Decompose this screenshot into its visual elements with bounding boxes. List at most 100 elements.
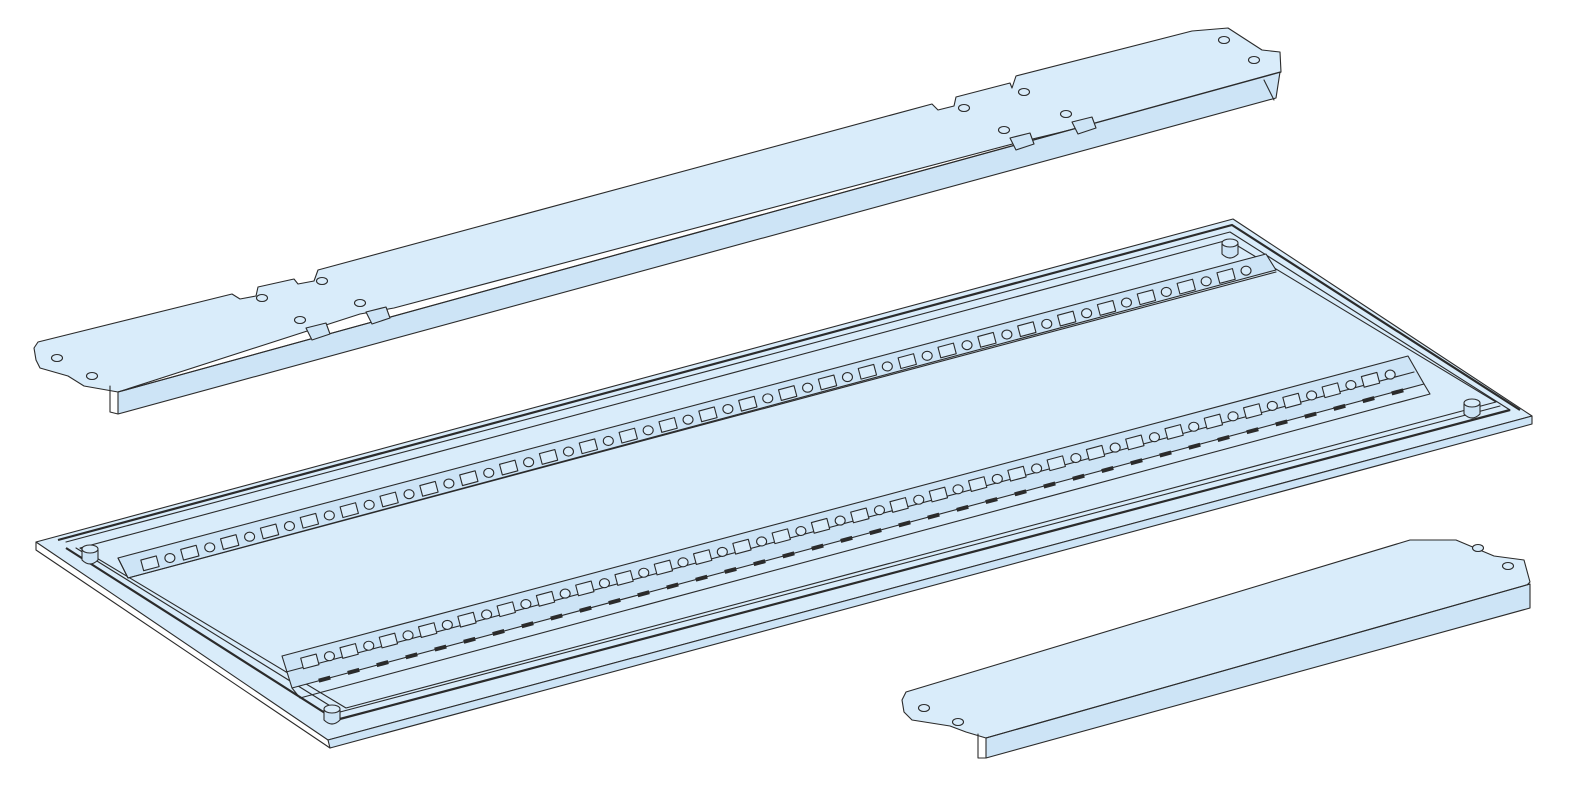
rail-round-hole — [716, 546, 728, 557]
rail-square-hole — [259, 523, 280, 540]
back-rail-holes — [140, 265, 1252, 572]
rail-square-hole — [658, 417, 678, 433]
rail-round-hole — [562, 446, 575, 457]
rail-square-hole — [1007, 465, 1027, 482]
rail-slot — [521, 621, 534, 629]
rail-slot — [347, 667, 360, 675]
rail-square-hole — [738, 395, 758, 412]
rail-round-hole — [523, 457, 535, 468]
rail-round-hole — [921, 350, 933, 361]
front-rail-holes — [300, 369, 1396, 670]
rail-square-hole — [378, 632, 399, 649]
rail-square-hole — [698, 406, 718, 423]
rail-round-hole — [363, 640, 375, 651]
rail-square-hole — [1242, 403, 1263, 420]
upper-plate-hole — [1217, 35, 1231, 45]
rail-slot — [434, 644, 447, 652]
rail-square-hole — [817, 374, 838, 391]
rail-square-hole — [1056, 310, 1077, 327]
rail-square-hole — [498, 459, 519, 476]
lower-plate-hole — [917, 703, 931, 713]
rail-round-hole — [1227, 411, 1239, 422]
rail-round-hole — [520, 598, 532, 610]
rail-slot — [1014, 489, 1027, 497]
rail-slot — [1275, 419, 1288, 427]
rail-slot — [666, 582, 679, 590]
rail-round-hole — [1200, 276, 1212, 287]
rail-round-hole — [841, 372, 854, 383]
rail-round-hole — [961, 340, 973, 351]
rail-slot — [405, 652, 418, 660]
standoff-front-left — [323, 704, 341, 725]
rail-slot — [1304, 411, 1317, 419]
upper-plate-hole — [353, 298, 367, 308]
rail-square-hole — [1164, 424, 1184, 440]
rail-slot — [1188, 442, 1201, 450]
rail-round-hole — [834, 515, 846, 526]
rail-slot — [318, 675, 331, 683]
rail-square-hole — [777, 385, 798, 401]
rail-square-hole — [1203, 413, 1224, 430]
rail-square-hole — [897, 353, 917, 370]
rail-round-hole — [1001, 329, 1013, 340]
rail-slot — [608, 598, 621, 605]
rail-square-hole — [459, 470, 479, 487]
upper-plate-clip — [1009, 132, 1035, 151]
rail-square-hole — [1216, 268, 1236, 284]
rail-slot — [695, 574, 708, 582]
lower-plate-hole — [1501, 561, 1515, 571]
rail-slot — [840, 535, 853, 543]
rail-round-hole — [602, 435, 614, 446]
rail-slot — [782, 551, 795, 559]
rail-square-hole — [618, 427, 638, 444]
rail-square-hole — [937, 342, 957, 359]
upper-plate-right-fold — [1263, 79, 1275, 101]
rail-square-hole — [889, 497, 909, 513]
rail-round-hole — [952, 484, 964, 495]
base-plate-front-edge — [327, 415, 1533, 749]
upper-plate-hole — [85, 371, 99, 381]
rail-round-hole — [682, 414, 694, 425]
rail-square-hole — [1282, 392, 1302, 409]
rail-square-hole — [977, 331, 997, 348]
rail-square-hole — [857, 363, 878, 380]
rail-square-hole — [339, 502, 359, 519]
base-plate-tray — [79, 239, 1497, 709]
rail-round-hole — [323, 510, 335, 521]
rail-round-hole — [1031, 463, 1043, 474]
upper-plate-left-fold — [109, 385, 119, 415]
rail-slot — [550, 613, 563, 621]
rail-round-hole — [756, 536, 768, 547]
rail-round-hole — [802, 382, 814, 393]
rail-slot — [1362, 396, 1375, 404]
rail-round-hole — [1120, 297, 1133, 308]
rail-round-hole — [913, 494, 925, 505]
rail-slot — [492, 629, 505, 637]
rail-round-hole — [443, 478, 455, 489]
upper-plate-top-face — [33, 27, 1282, 393]
rail-square-hole — [1136, 289, 1157, 306]
rail-square-hole — [419, 480, 439, 497]
rail-square-hole — [1125, 434, 1145, 451]
upper-plate-hole — [1247, 55, 1261, 65]
rail-square-hole — [496, 601, 516, 618]
upper-plate-hole — [957, 103, 971, 113]
rail-round-hole — [873, 505, 886, 516]
rail-square-hole — [339, 643, 359, 659]
upper-plate-hole — [293, 315, 307, 325]
lower-plate-left-fold — [977, 733, 987, 759]
rail-round-hole — [1070, 452, 1082, 464]
rail-square-hole — [575, 580, 595, 597]
gland-base-plate — [35, 218, 1533, 749]
rail-square-hole — [850, 507, 870, 524]
rail-square-hole — [1360, 371, 1381, 388]
lower-plate-hole — [1471, 543, 1485, 553]
rail-round-hole — [1345, 379, 1357, 391]
back-rail-fold — [117, 271, 1277, 579]
upper-plate-hole — [1017, 87, 1031, 97]
rail-slot — [1043, 481, 1056, 489]
rail-square-hole — [140, 555, 160, 572]
upper-plate-hole — [255, 293, 269, 303]
rail-round-hole — [762, 393, 774, 404]
